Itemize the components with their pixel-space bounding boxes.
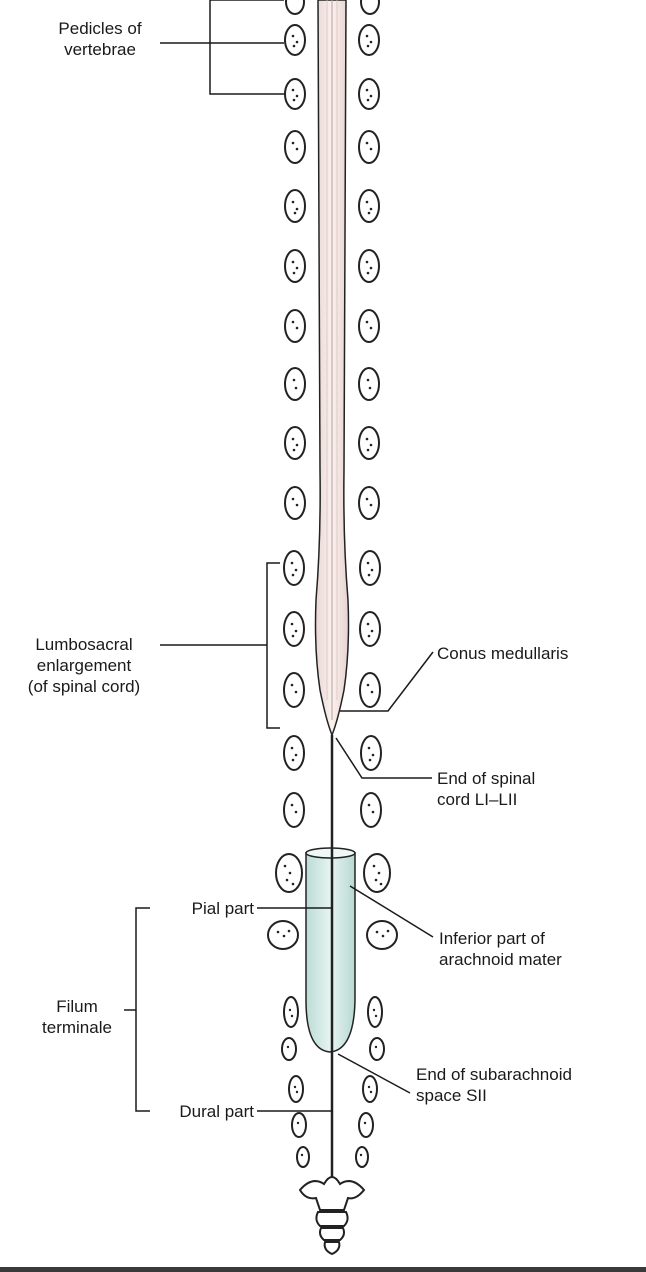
leader-lines [124,0,434,1112]
label-pedicles: Pedicles of vertebrae [58,19,142,59]
label-pial-part: Pial part [191,899,254,918]
label-inferior-arachnoid: Inferior part of arachnoid mater [439,929,562,969]
coccyx [298,1176,366,1256]
label-end-of-spinal-cord: End of spinal cord LI–LII [437,769,536,809]
label-end-of-subarachnoid: End of subarachnoid space SII [416,1065,572,1105]
label-conus-medullaris: Conus medullaris [437,644,569,663]
label-filum-terminale: Filum terminale [42,997,112,1037]
arachnoid-sac-rim [305,847,356,859]
pedicle-dots [276,34,390,1157]
bottom-border [0,1267,646,1272]
label-dural-part: Dural part [179,1102,254,1121]
pedicles [267,0,398,1168]
arachnoid-sac [305,852,356,1053]
label-lumbosacral-enlargement: Lumbosacral enlargement (of spinal cord) [27,635,141,696]
